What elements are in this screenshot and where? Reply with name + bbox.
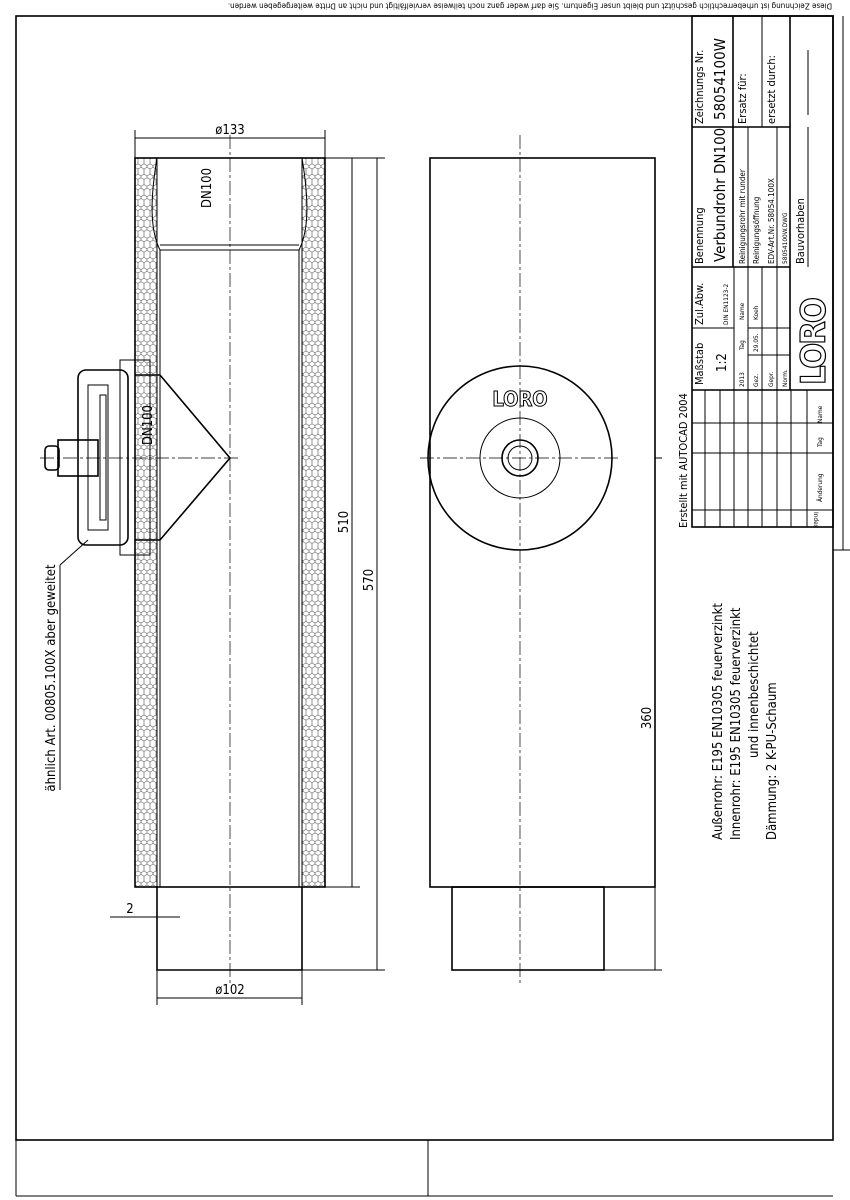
- checked-label: Gepr.: [767, 371, 775, 387]
- side-view: LORO 360: [420, 135, 662, 985]
- title-block: Zeichnungs Nr. 58054100W Ersatz für: ers…: [677, 15, 835, 529]
- year: 2013: [738, 372, 746, 387]
- project-label: Bauvorhaben: [794, 198, 807, 264]
- drawing-name: Verbundrohr DN100: [711, 128, 729, 262]
- created-with: Erstellt mit AUTOCAD 2004: [677, 393, 690, 528]
- scale-label: Maßstab: [693, 343, 706, 385]
- dim-wall: 2: [126, 902, 133, 917]
- file-name: 58054100W.DWG: [781, 212, 789, 264]
- dim-inner-dia: ø102: [215, 983, 244, 998]
- replaces-label: Ersatz für:: [736, 73, 749, 124]
- material-insulation: Dämmung: 2 K-PU-Schaum: [765, 682, 780, 840]
- drawn-label: Gez.: [752, 374, 760, 387]
- material-inner-pipe: Innenrohr: E195 EN10305 feuerverzinkt: [729, 607, 744, 840]
- dim-570: 570: [362, 569, 377, 591]
- note-similar-article: ähnlich Art. 00805.100X aber geweitet: [44, 564, 59, 792]
- day-label: Tag: [738, 340, 746, 351]
- rev-name-label: Name: [816, 405, 824, 423]
- loro-logo: LORO: [794, 298, 834, 385]
- dim-510: 510: [337, 511, 352, 533]
- tolerance-label: Zul.Abw.: [693, 283, 706, 325]
- copyright-notice: Diese Zeichnung ist urheberrechtlich ges…: [228, 2, 832, 11]
- name-label: Benennung: [693, 207, 706, 264]
- replaced-by-label: ersetzt durch:: [765, 55, 778, 124]
- drawing-no: 58054100W: [711, 38, 729, 120]
- drawing-no-label: Zeichnungs Nr.: [693, 50, 706, 124]
- rev-index-label: Index: [812, 512, 820, 529]
- name-col-label: Name: [738, 302, 746, 320]
- material-notes: Außenrohr: E195 EN10305 feuerverzinkt In…: [711, 603, 780, 840]
- label-dn-branch: DN100: [141, 405, 156, 445]
- dim-outer-dia: ø133: [215, 123, 244, 138]
- drawn-by: Koeh: [752, 305, 760, 320]
- tolerance: DIN EN1123-2: [722, 283, 730, 325]
- norm-label: Norm.: [781, 369, 789, 387]
- description-line-2: Reinigungsöffnung: [752, 197, 761, 264]
- cap-logo: LORO: [492, 387, 547, 411]
- material-outer-pipe: Außenrohr: E195 EN10305 feuerverzinkt: [711, 603, 726, 840]
- label-dn-pipe: DN100: [200, 168, 215, 208]
- rev-change-label: Änderung: [815, 473, 824, 502]
- dim-360: 360: [640, 707, 655, 729]
- material-inner-coating: und innenbeschichtet: [747, 631, 762, 758]
- description-line-1: Reinigungsrohr mit runder: [738, 169, 747, 264]
- description-line-3: EDV-Art.Nr. 58054.100X: [767, 178, 776, 264]
- rev-day-label: Tag: [816, 437, 824, 448]
- section-view: ø133 ø102 2 510 570 DN100 DN100 ähnlich …: [40, 123, 385, 1005]
- drawing-border: [15, 15, 834, 1141]
- scale: 1:2: [715, 353, 730, 372]
- drawn-date: 29.05.: [752, 333, 760, 352]
